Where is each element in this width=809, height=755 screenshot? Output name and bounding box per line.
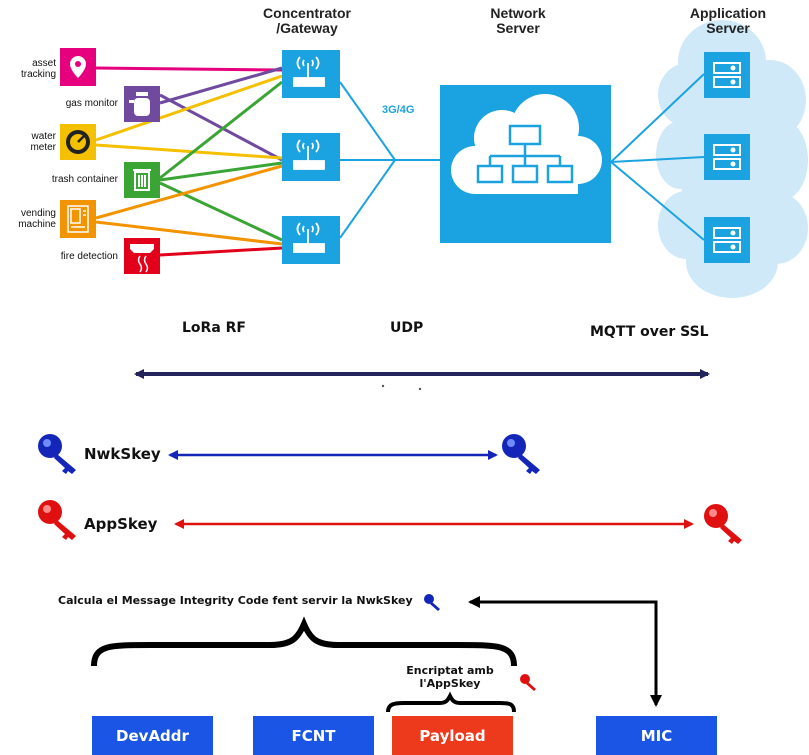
server-icon xyxy=(713,227,741,253)
gateway-3 xyxy=(282,216,340,264)
device-fire-detection xyxy=(124,238,160,274)
trash-bin-icon xyxy=(133,169,151,191)
field-devaddr: DevAddr xyxy=(92,716,213,755)
app-server-1 xyxy=(704,52,750,98)
application-server-header: Application Server xyxy=(689,5,767,36)
protocol-lora-rf: LoRa RF xyxy=(182,320,246,336)
device-label-gas-monitor: gas monitor xyxy=(65,98,118,109)
app-key-icon-left xyxy=(38,500,76,540)
device-asset-tracking xyxy=(60,48,96,86)
smoke-detector-icon xyxy=(130,244,154,273)
protocol-mqtt-ssl: MQTT over SSL xyxy=(590,324,709,340)
nwk-key-icon-left xyxy=(38,434,76,474)
nwk-key-icon-right xyxy=(502,434,540,474)
device-label-trash-container: trash container xyxy=(51,174,118,185)
gateways xyxy=(282,50,340,264)
server-icon xyxy=(713,62,741,88)
field-mic: MIC xyxy=(596,716,717,755)
mic-scope-brace xyxy=(91,616,517,667)
device-water-meter xyxy=(60,124,96,160)
gateway-network-links xyxy=(339,73,705,241)
gateway-header: Concentrator /Gateway xyxy=(263,5,351,36)
separator-dot xyxy=(381,384,385,388)
app-small-key-icon xyxy=(520,674,536,691)
field-fcnt: FCNT xyxy=(253,716,374,755)
device-trash-container xyxy=(124,162,160,198)
device-gateway-links xyxy=(95,66,283,257)
network-server-header: Network Server xyxy=(490,5,546,36)
mic-feedback-arrow xyxy=(468,596,662,707)
antenna-icon xyxy=(293,56,325,87)
antenna-icon xyxy=(293,139,325,170)
device-label-fire-detection: fire detection xyxy=(60,251,118,262)
app-server-3 xyxy=(704,217,750,263)
gas-cylinder-icon xyxy=(129,92,150,116)
device-label-asset-tracking: asset tracking xyxy=(20,58,56,80)
vending-machine-icon xyxy=(67,205,89,233)
network-tree-icon xyxy=(476,124,574,184)
device-label-water-meter: water meter xyxy=(30,131,56,153)
gateway-1 xyxy=(282,50,340,98)
device-label-vending-machine: vending machine xyxy=(18,208,56,230)
gateway-2 xyxy=(282,133,340,181)
app-key-label: AppSkey xyxy=(84,515,158,533)
device-gas-monitor xyxy=(124,86,160,122)
nwk-key-label: NwkSkey xyxy=(84,445,161,463)
app-key-icon-right xyxy=(704,504,742,544)
gauge-icon xyxy=(66,130,90,154)
antenna-icon xyxy=(293,222,325,253)
device-vending-machine xyxy=(60,200,96,238)
network-server xyxy=(440,85,611,243)
field-payload: Payload xyxy=(392,716,513,755)
nwk-small-key-icon xyxy=(424,594,440,611)
server-icon xyxy=(713,144,741,170)
mic-note: Calcula el Message Integrity Code fent s… xyxy=(58,594,413,607)
protocol-udp: UDP xyxy=(390,320,424,336)
application-servers xyxy=(704,52,750,263)
link-label-3g4g: 3G/4G xyxy=(382,104,415,116)
encrypt-note: Encriptat amb l'AppSkey xyxy=(406,664,494,690)
app-server-2 xyxy=(704,134,750,180)
payload-encrypt-brace xyxy=(386,691,516,713)
separator-dot xyxy=(418,387,422,391)
